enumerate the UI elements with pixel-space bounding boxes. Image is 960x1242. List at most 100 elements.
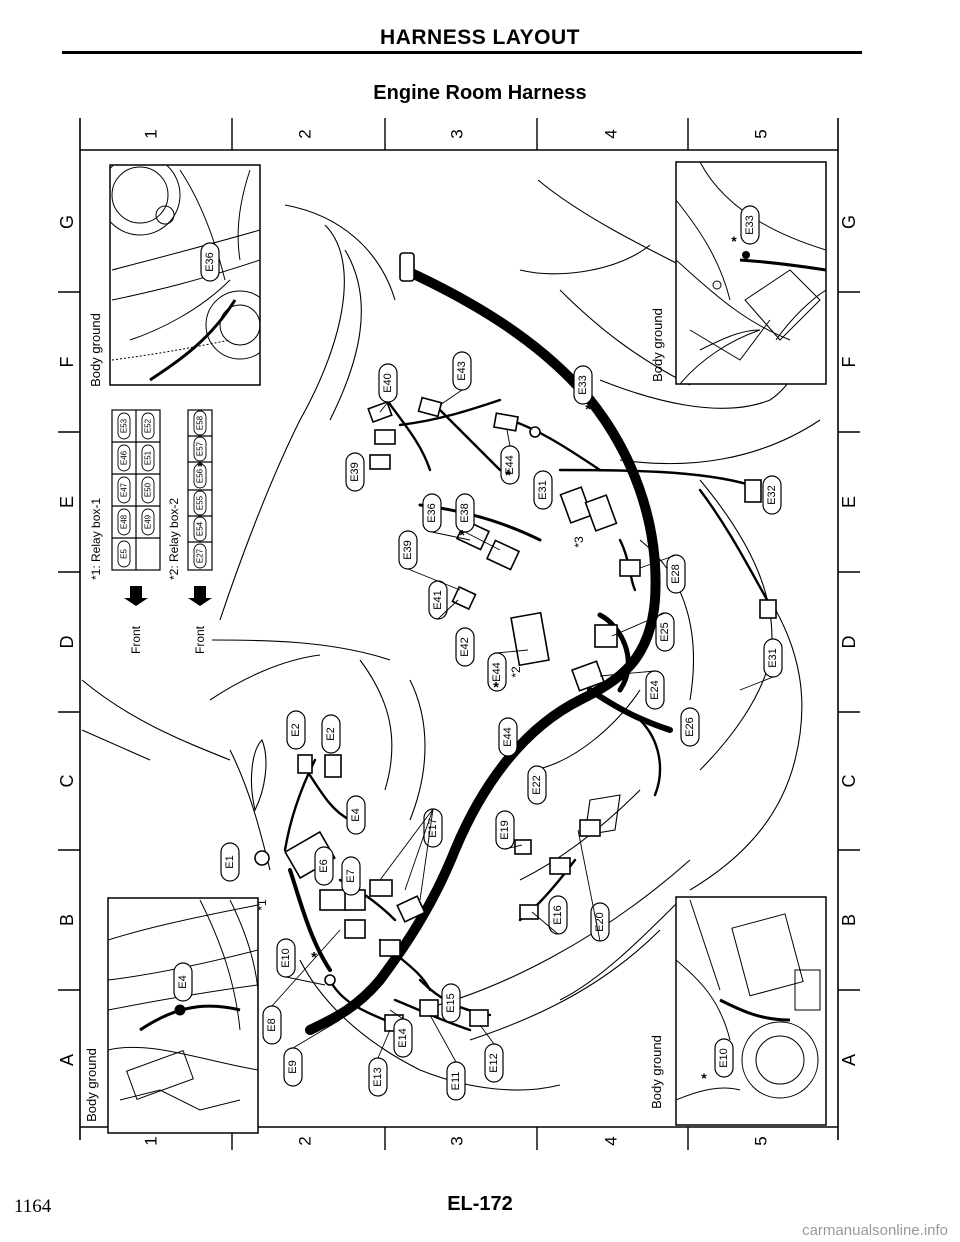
row-label-A-left: A — [57, 1054, 77, 1066]
connector-label: E31 — [763, 638, 783, 678]
svg-text:E1: E1 — [224, 855, 236, 868]
inset-top-left-label: Body ground — [88, 313, 103, 387]
svg-text:E26: E26 — [684, 717, 696, 737]
row-label-G-right: G — [839, 215, 859, 229]
svg-text:E16: E16 — [552, 905, 564, 925]
connector-label: E33 — [573, 365, 593, 405]
svg-text:E10: E10 — [718, 1048, 730, 1068]
svg-text:E4: E4 — [177, 975, 189, 988]
svg-text:E14: E14 — [397, 1028, 409, 1048]
connector-label: E44 — [487, 652, 507, 692]
connector-label: E14 — [393, 1018, 413, 1058]
inset-bottom-left-label: Body ground — [84, 1048, 99, 1122]
svg-text:E27: E27 — [196, 548, 205, 563]
leader-lines — [271, 389, 774, 1063]
front-label-2: Front — [193, 625, 207, 654]
svg-text:E39: E39 — [402, 540, 414, 560]
row-label-F-right: F — [839, 357, 859, 368]
svg-text:E57: E57 — [196, 441, 205, 456]
svg-text:E56: E56 — [196, 468, 205, 483]
connector-label: E15 — [441, 983, 461, 1023]
page-number: 1164 — [14, 1196, 52, 1217]
svg-text:E49: E49 — [144, 514, 153, 529]
connector-label: E39 — [398, 530, 418, 570]
row-label-E-right: E — [839, 496, 859, 508]
connector-label: E1 — [220, 842, 240, 882]
svg-text:E52: E52 — [144, 418, 153, 433]
row-label-A-right: A — [839, 1054, 859, 1066]
connector-label: E43 — [452, 351, 472, 391]
svg-text:E28: E28 — [670, 564, 682, 584]
inset-top-left: E36 Body ground — [88, 164, 261, 387]
connector-label: E40 — [378, 363, 398, 403]
svg-text:E5: E5 — [120, 549, 129, 559]
connector-label: E42 — [455, 627, 475, 667]
connector-label: E4 — [346, 795, 366, 835]
col-label-2-bottom: 2 — [295, 1136, 314, 1145]
section-code: EL-172 — [447, 1193, 513, 1215]
svg-text:E48: E48 — [120, 514, 129, 529]
star-marker: * — [505, 467, 511, 484]
ref-marker-1: *1 — [255, 899, 269, 911]
connector-label: E28 — [666, 554, 686, 594]
row-label-B-right: B — [839, 914, 859, 926]
svg-text:E44: E44 — [491, 662, 503, 682]
col-label-1-top: 1 — [141, 129, 160, 138]
connector-label: E22 — [527, 765, 547, 805]
connector-label: E2 — [286, 710, 306, 750]
svg-text:E38: E38 — [459, 503, 471, 523]
inset-bottom-right-label: Body ground — [649, 1035, 664, 1109]
row-label-D-left: D — [57, 636, 77, 649]
connector-label: E12 — [484, 1043, 504, 1083]
connector-label: E25 — [655, 612, 675, 652]
connector-label: E32 — [762, 475, 782, 515]
relay-box-2 — [187, 409, 213, 571]
row-label-B-left: B — [57, 914, 77, 926]
relay-box-1-label: *1: Relay box-1 — [89, 498, 103, 580]
connector-label: E8 — [262, 1005, 282, 1045]
svg-text:E40: E40 — [382, 373, 394, 393]
inset-bottom-right: E10 * Body ground — [649, 896, 827, 1126]
svg-text:E31: E31 — [767, 648, 779, 668]
relay-box-2-label: *2: Relay box-2 — [167, 498, 181, 580]
svg-text:E43: E43 — [456, 361, 468, 381]
svg-text:E24: E24 — [649, 680, 661, 700]
col-label-5-top: 5 — [751, 129, 770, 138]
svg-text:E2: E2 — [290, 723, 302, 736]
svg-text:E44: E44 — [502, 727, 514, 747]
diagram-frame — [79, 118, 839, 1140]
col-label-3-top: 3 — [447, 129, 466, 138]
svg-text:E50: E50 — [144, 482, 153, 497]
svg-text:E11: E11 — [450, 1072, 462, 1091]
col-label-4-top: 4 — [601, 129, 620, 138]
svg-text:E22: E22 — [531, 775, 543, 795]
watermark: carmanualsonline.info — [802, 1222, 948, 1239]
relay-box-2-cells: E27 E54 E55 E56 E57 E58 — [193, 410, 207, 569]
svg-text:E46: E46 — [120, 450, 129, 465]
connector-label: E39 — [345, 452, 365, 492]
relay-box-1 — [111, 409, 161, 571]
svg-text:E13: E13 — [372, 1067, 384, 1087]
star-marker: * — [701, 1070, 707, 1086]
inset-bottom-left: E4 Body ground — [84, 897, 259, 1134]
row-label-G-left: G — [57, 215, 77, 229]
connector-label: E7 — [341, 856, 361, 896]
row-label-D-right: D — [839, 636, 859, 649]
star-marker: * — [311, 949, 317, 966]
svg-text:E10: E10 — [280, 948, 292, 968]
svg-text:E51: E51 — [144, 450, 153, 465]
svg-text:E32: E32 — [766, 485, 778, 505]
connector-labels: E40 E43 E33 E44 E39 E31 E36 E38 E32 E39 … — [220, 351, 783, 1101]
row-label-F-left: F — [57, 357, 77, 368]
connector-label: E24 — [645, 670, 665, 710]
connector-label: E19 — [495, 810, 515, 850]
svg-text:E41: E41 — [432, 590, 444, 610]
svg-text:E39: E39 — [349, 462, 361, 482]
connector-label: E44 — [500, 445, 520, 485]
svg-text:E58: E58 — [196, 415, 205, 430]
inset-top-right-label: Body ground — [650, 308, 665, 382]
connector-label: E9 — [283, 1047, 303, 1087]
col-label-3-bottom: 3 — [447, 1136, 466, 1145]
connector-label: E6 — [314, 846, 334, 886]
